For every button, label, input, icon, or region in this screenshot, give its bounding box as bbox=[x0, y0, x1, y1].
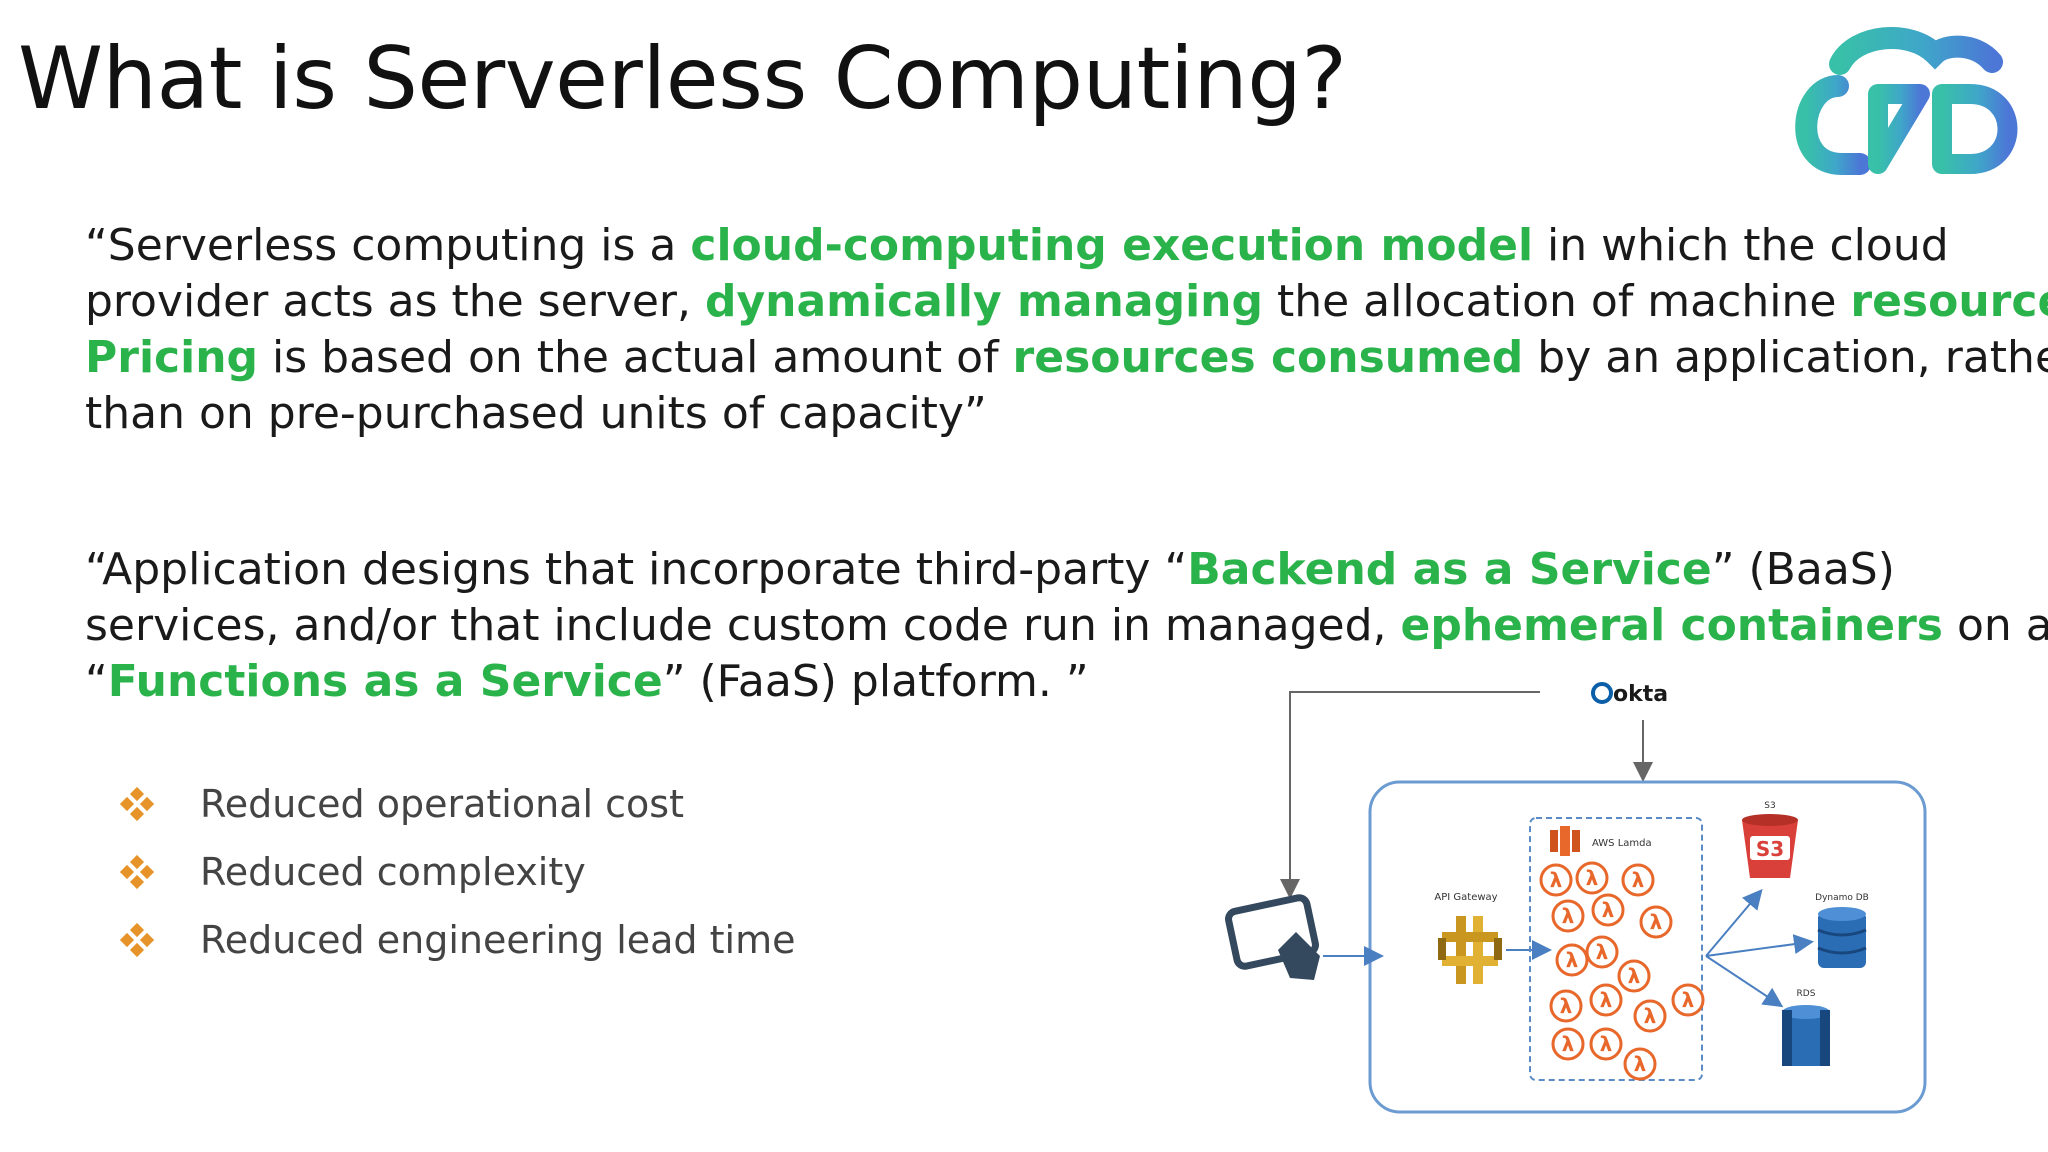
lambda-function-icon: λ bbox=[1633, 999, 1667, 1033]
lambda-symbol: λ bbox=[1550, 868, 1563, 892]
text-span: by an application, rather bbox=[1523, 332, 2048, 383]
lambda-function-icon: λ bbox=[1589, 1027, 1623, 1061]
text-span: “Serverless computing is a bbox=[85, 220, 691, 271]
text-span: on a bbox=[1942, 600, 2048, 651]
okta-icon: okta bbox=[1591, 682, 1668, 707]
lambda-function-icon: λ bbox=[1585, 935, 1619, 969]
text-span: provider acts as the server, bbox=[85, 276, 705, 327]
bullet-text: Reduced operational cost bbox=[200, 782, 684, 826]
lambda-symbol: λ bbox=[1644, 1004, 1657, 1028]
paragraph-2-line-3: “Functions as a Service” (FaaS) platform… bbox=[85, 654, 1985, 710]
highlight-text: dynamically managing bbox=[704, 276, 1263, 327]
lambda-symbol: λ bbox=[1562, 904, 1575, 928]
lambda-symbol: λ bbox=[1602, 898, 1615, 922]
diamond-bullet-icon bbox=[120, 923, 154, 957]
lambda-function-icon: λ bbox=[1589, 983, 1623, 1017]
serverless-architecture-diagram: okta API Gateway AWS bbox=[1225, 682, 1927, 1114]
lambda-symbol: λ bbox=[1628, 964, 1641, 988]
definition-paragraph-2: “Application designs that incorporate th… bbox=[85, 542, 2048, 710]
definition-paragraph-1: “Serverless computing is a cloud-computi… bbox=[85, 218, 2048, 442]
lambda-function-icon: λ bbox=[1617, 959, 1651, 993]
api-gateway-icon bbox=[1438, 916, 1502, 984]
lambda-function-icon: λ bbox=[1623, 1047, 1657, 1081]
text-span: is based on the actual amount of bbox=[258, 332, 1013, 383]
highlight-text: cloud-computing execution model bbox=[690, 220, 1534, 271]
lambda-to-rds-arrow bbox=[1705, 955, 1784, 1008]
paragraph-1-line-2: provider acts as the server, dynamically… bbox=[85, 274, 2048, 330]
aws-lambda-icon bbox=[1550, 826, 1580, 856]
rds-label: RDS bbox=[1797, 989, 1816, 999]
paragraph-2-line-1: “Application designs that incorporate th… bbox=[85, 542, 1985, 598]
lambda-function-icon: λ bbox=[1621, 863, 1655, 897]
paragraph-1-line-3: Pricing is based on the actual amount of… bbox=[85, 330, 2048, 386]
lambda-function-icon: λ bbox=[1591, 893, 1625, 927]
highlight-text: resources consumed bbox=[1012, 332, 1524, 383]
lambda-function-icon: λ bbox=[1549, 989, 1583, 1023]
slide-title: What is Serverless Computing? bbox=[18, 29, 1347, 129]
s3-bucket-icon: S3 bbox=[1742, 814, 1798, 878]
highlight-text: resources bbox=[1850, 276, 2048, 327]
lambda-to-dynamodb-arrow bbox=[1705, 934, 1814, 957]
list-item: Reduced engineering lead time bbox=[120, 906, 920, 974]
aws-lambda-label: AWS Lamda bbox=[1592, 838, 1652, 849]
list-item: Reduced operational cost bbox=[120, 770, 920, 838]
lambda-symbol: λ bbox=[1560, 994, 1573, 1018]
lambda-symbol: λ bbox=[1600, 988, 1613, 1012]
lambda-function-icon: λ bbox=[1539, 863, 1573, 897]
lambda-symbol: λ bbox=[1586, 866, 1599, 890]
text-span: “ bbox=[85, 656, 108, 707]
diamond-bullet-icon bbox=[120, 787, 154, 821]
lambda-symbol: λ bbox=[1562, 1032, 1575, 1056]
highlight-text: ephemeral containers bbox=[1400, 600, 1943, 651]
paragraph-1-line-4: than on pre-purchased units of capacity” bbox=[85, 386, 1985, 442]
highlight-text: Functions as a Service bbox=[107, 656, 663, 707]
lambda-symbol: λ bbox=[1682, 988, 1695, 1012]
okta-to-client-connector bbox=[1280, 691, 1540, 899]
benefits-list: Reduced operational cost Reduced complex… bbox=[120, 770, 920, 974]
lambda-symbol: λ bbox=[1650, 910, 1663, 934]
lambda-function-icon: λ bbox=[1671, 983, 1705, 1017]
highlight-text: Backend as a Service bbox=[1187, 544, 1712, 595]
lambda-function-icon: λ bbox=[1555, 943, 1589, 977]
lambda-container-box bbox=[1529, 817, 1703, 1081]
lambda-function-icon: λ bbox=[1639, 905, 1673, 939]
dynamodb-label: Dynamo DB bbox=[1815, 893, 1869, 903]
dynamodb-icon bbox=[1817, 907, 1867, 968]
paragraph-1-line-1: “Serverless computing is a cloud-computi… bbox=[85, 218, 1985, 274]
lambda-function-icon: λ bbox=[1575, 861, 1609, 895]
rds-icon bbox=[1782, 1005, 1830, 1066]
paragraph-2-line-2: services, and/or that include custom cod… bbox=[85, 598, 2048, 654]
text-span: than on pre-purchased units of capacity” bbox=[85, 388, 987, 439]
bullet-text: Reduced engineering lead time bbox=[200, 918, 796, 962]
text-span: services, and/or that include custom cod… bbox=[85, 600, 1401, 651]
lambda-function-icon: λ bbox=[1551, 1027, 1585, 1061]
s3-badge-text: S3 bbox=[1756, 837, 1784, 861]
list-item: Reduced complexity bbox=[120, 838, 920, 906]
lambda-to-s3-arrow bbox=[1705, 888, 1763, 957]
cnd-cloud-logo-icon bbox=[1795, 27, 2018, 175]
lambda-symbol: λ bbox=[1566, 948, 1579, 972]
text-span: ” (BaaS) bbox=[1711, 544, 1895, 595]
tablet-touch-icon bbox=[1225, 894, 1320, 980]
lambda-symbol: λ bbox=[1596, 940, 1609, 964]
okta-label: okta bbox=[1613, 682, 1668, 707]
diamond-bullet-icon bbox=[120, 855, 154, 889]
s3-label: S3 bbox=[1764, 801, 1775, 811]
text-span: ” (FaaS) platform. ” bbox=[662, 656, 1089, 707]
lambda-symbol: λ bbox=[1600, 1032, 1613, 1056]
text-span: the allocation of machine bbox=[1262, 276, 1851, 327]
api-gateway-label: API Gateway bbox=[1434, 892, 1497, 903]
lambda-symbol: λ bbox=[1634, 1052, 1647, 1076]
lambda-symbol: λ bbox=[1632, 868, 1645, 892]
lambda-function-icon: λ bbox=[1551, 899, 1585, 933]
text-span: in which the cloud bbox=[1533, 220, 1949, 271]
highlight-text: Pricing bbox=[85, 332, 259, 383]
text-span: “Application designs that incorporate th… bbox=[85, 544, 1188, 595]
bullet-text: Reduced complexity bbox=[200, 850, 586, 894]
